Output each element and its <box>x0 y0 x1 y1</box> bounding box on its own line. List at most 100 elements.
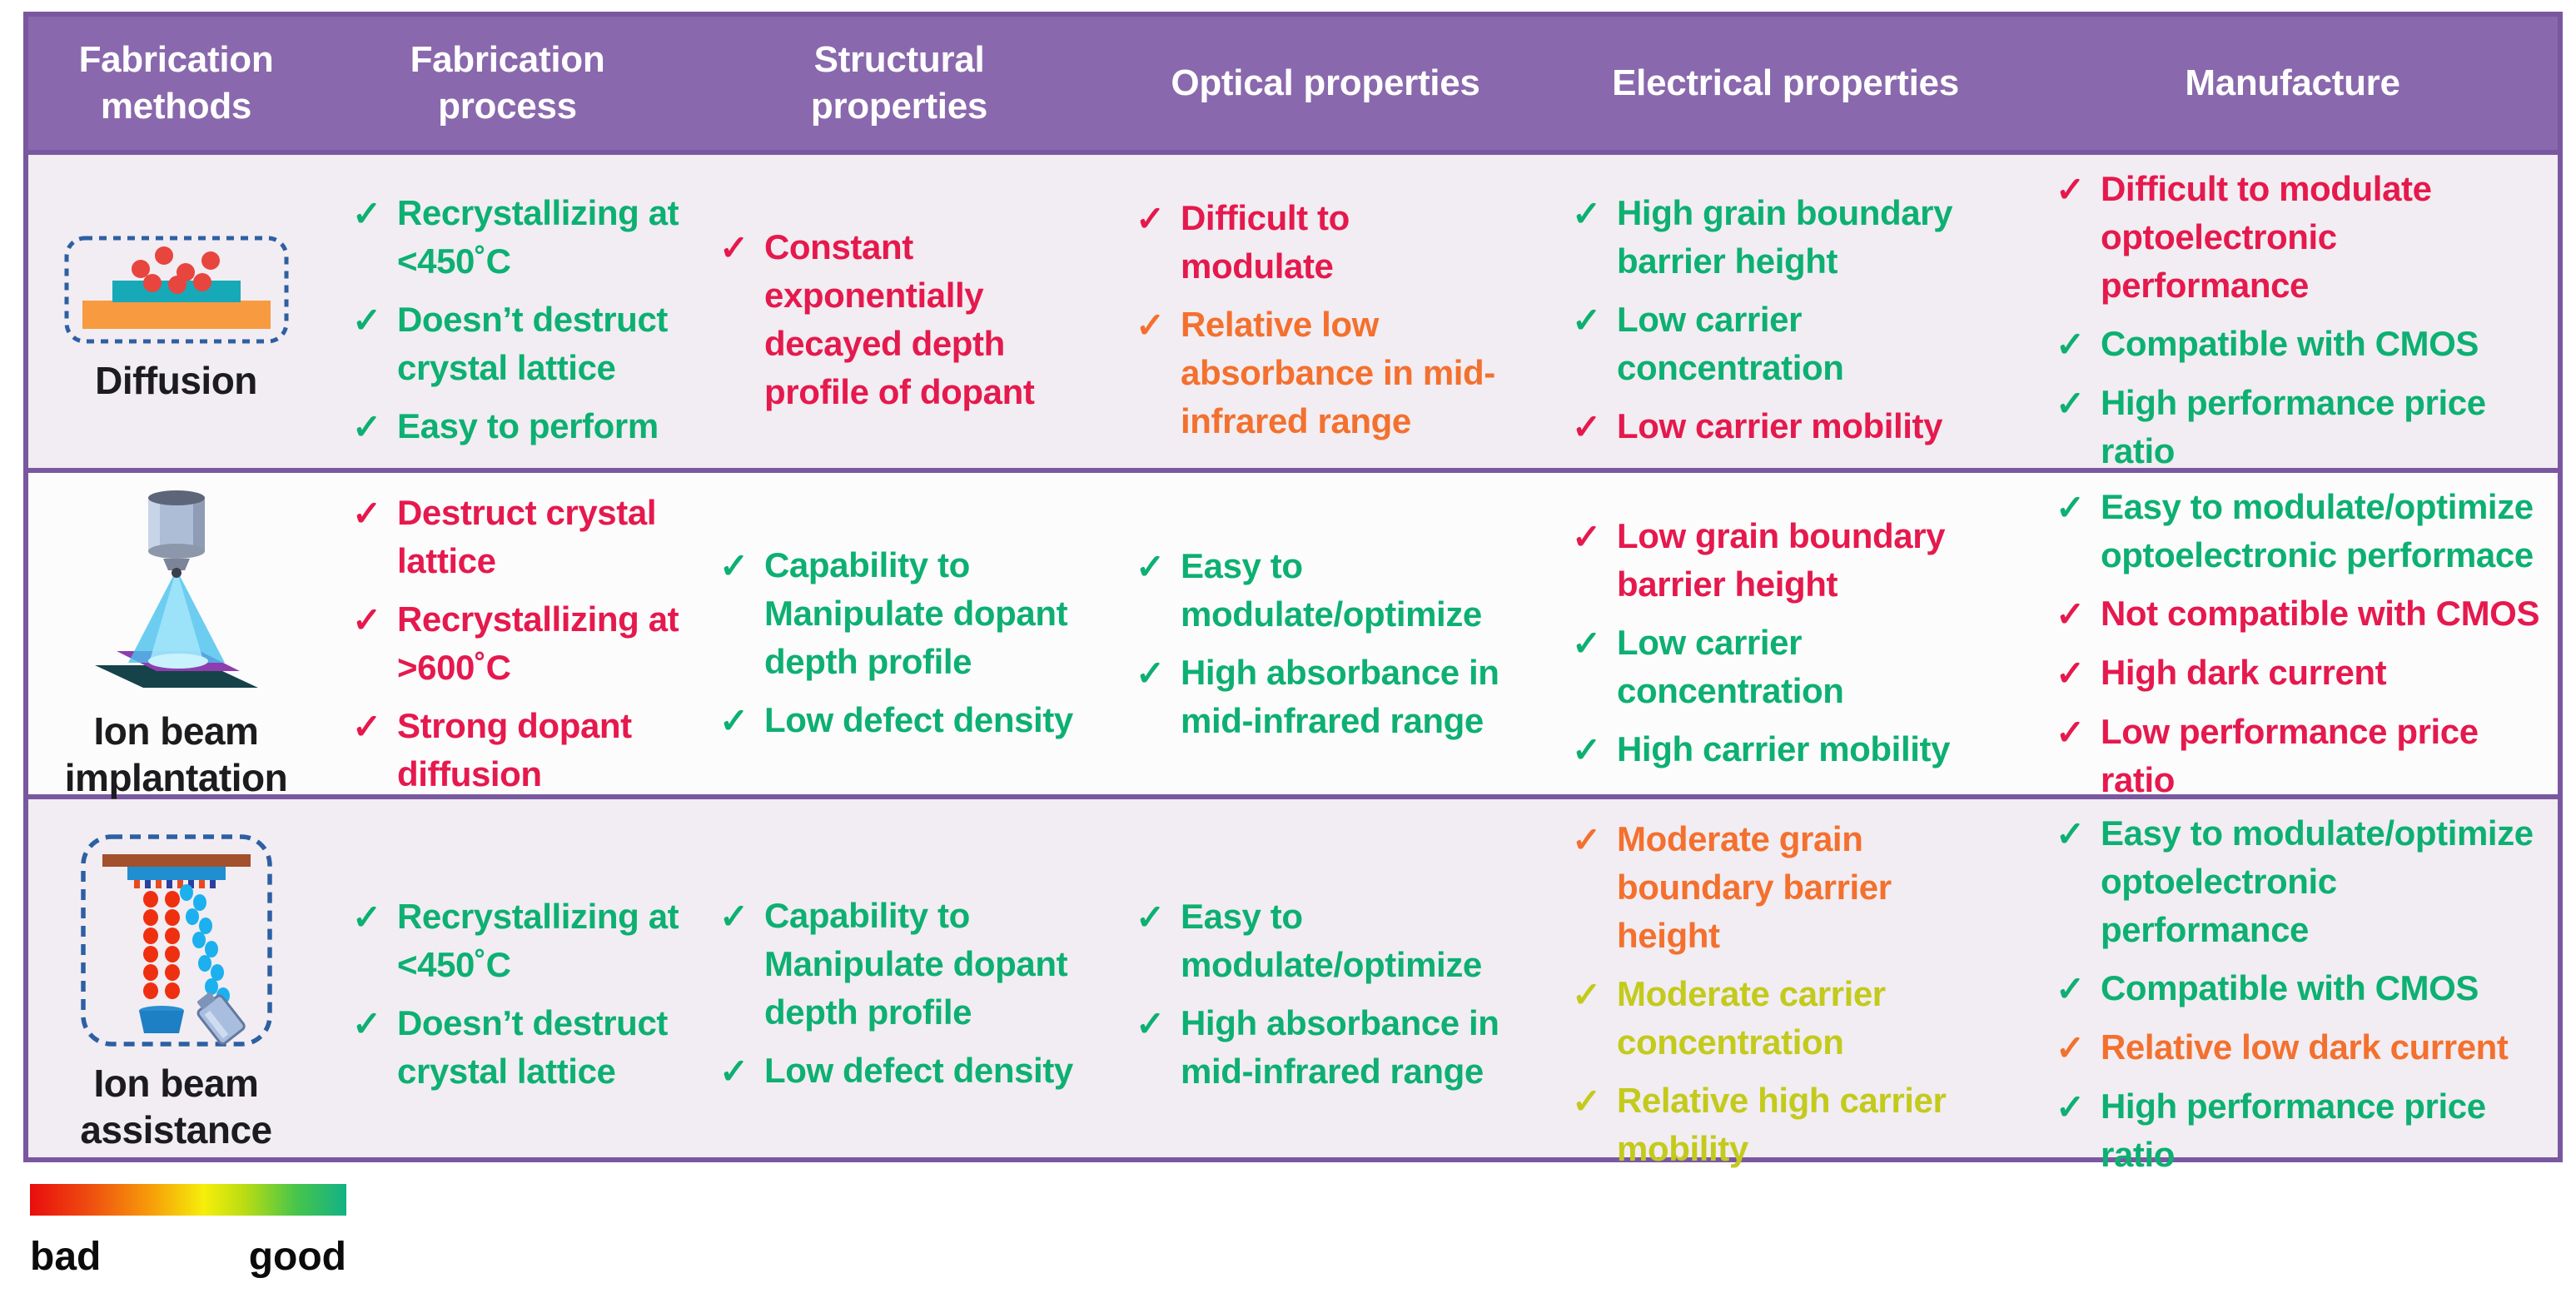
header-structural-properties: Structural properties <box>810 38 988 127</box>
cell-item: ✓ Destruct crystal lattice <box>352 489 683 585</box>
cell-item-text: Recrystallizing at <450˚C <box>397 896 679 984</box>
check-icon: ✓ <box>1572 820 1601 859</box>
check-icon: ✓ <box>1572 193 1601 233</box>
method-label: Ion beam implantation <box>64 709 288 799</box>
cell-item-text: Low performance price ratio <box>2101 711 2479 799</box>
cell-item: ✓ Easy to modulate/optimize <box>1136 542 1535 639</box>
table-header-row: Fabrication methods Fabrication process … <box>28 17 2558 155</box>
cell-item: ✓ High dark current <box>2056 649 2549 698</box>
cell-item: ✓ Relative high carrier mobility <box>1572 1077 2019 1173</box>
check-icon: ✓ <box>2056 1027 2085 1067</box>
check-icon: ✓ <box>719 701 748 741</box>
header-manufacture: Manufacture <box>2185 62 2400 103</box>
legend-gradient-bar <box>30 1184 346 1216</box>
cell-item: ✓ Capability to Manipulate dopant depth … <box>719 541 1099 686</box>
cell-item-text: High dark current <box>2101 652 2387 692</box>
cell-item-text: High performance price ratio <box>2101 382 2486 470</box>
check-icon: ✓ <box>2056 324 2085 364</box>
check-icon: ✓ <box>1136 306 1165 346</box>
prop-cell-optical-properties: ✓ Easy to modulate/optimize ✓ High absor… <box>1107 799 1544 1189</box>
cell-item: ✓ Low defect density <box>719 696 1099 745</box>
cell-item: ✓ Doesn’t destruct crystal lattice <box>352 999 683 1096</box>
cell-item-text: Difficult to modulate optoelectronic per… <box>2101 169 2432 305</box>
header-fabrication-methods: Fabrication methods <box>78 38 274 127</box>
check-icon: ✓ <box>1572 624 1601 664</box>
cell-item-text: Recrystallizing at >600˚C <box>397 599 679 687</box>
cell-item-text: Moderate grain boundary barrier height <box>1617 819 1892 955</box>
cell-item: ✓ Recrystallizing at >600˚C <box>352 595 683 692</box>
cell-item: ✓ Moderate grain boundary barrier height <box>1572 815 2019 960</box>
cell-item: ✓ Compatible with CMOS <box>2056 964 2549 1013</box>
cell-item: ✓ Constant exponentially decayed depth p… <box>719 223 1099 416</box>
cell-item: ✓ Low carrier mobility <box>1572 402 2019 451</box>
diffusion-icon <box>64 236 288 344</box>
check-icon: ✓ <box>352 897 381 937</box>
check-icon: ✓ <box>1136 546 1165 586</box>
cell-item-text: Low defect density <box>764 700 1073 740</box>
prop-cell-structural-properties: ✓ Constant exponentially decayed depth p… <box>691 155 1107 485</box>
cell-item-text: High absorbance in mid-infrared range <box>1181 652 1499 740</box>
method-cell: Ion beam assistance <box>28 799 324 1189</box>
prop-cell-manufacture: ✓ Easy to modulate/optimize optoelectron… <box>2027 473 2558 814</box>
cell-item: ✓ Difficult to modulate <box>1136 194 1535 291</box>
cell-item: ✓ Easy to modulate/optimize <box>1136 893 1535 989</box>
prop-cell-electrical-properties: ✓ High grain boundary barrier height ✓ L… <box>1544 155 2027 485</box>
cell-item-text: Low carrier concentration <box>1617 299 1844 387</box>
cell-item: ✓ Easy to modulate/optimize optoelectron… <box>2056 483 2549 579</box>
cell-item-text: Easy to modulate/optimize optoelectronic… <box>2101 813 2534 949</box>
comparison-table: Fabrication methods Fabrication process … <box>23 12 2563 1174</box>
method-icon <box>64 236 289 344</box>
cell-item: ✓ Not compatible with CMOS <box>2056 589 2549 639</box>
ion-beam-assistance-icon <box>80 834 272 1047</box>
method-icon <box>85 486 268 694</box>
check-icon: ✓ <box>352 300 381 340</box>
cell-item: ✓ Recrystallizing at <450˚C <box>352 893 683 989</box>
legend-bad-label: bad <box>30 1235 102 1279</box>
cell-item-text: Easy to modulate/optimize <box>1181 545 1482 634</box>
check-icon: ✓ <box>1572 406 1601 446</box>
cell-item-text: Moderate carrier concentration <box>1617 973 1886 1062</box>
cell-item-text: Low defect density <box>764 1051 1073 1091</box>
legend: bad good <box>30 1184 346 1280</box>
check-icon: ✓ <box>352 193 381 233</box>
cell-item: ✓ Capability to Manipulate dopant depth … <box>719 892 1099 1037</box>
cell-item-text: Capability to Manipulate dopant depth pr… <box>764 545 1068 682</box>
cell-item: ✓ Strong dopant diffusion <box>352 702 683 798</box>
cell-item-text: Compatible with CMOS <box>2101 323 2479 363</box>
cell-item-text: Low carrier mobility <box>1617 405 1943 445</box>
cell-item: ✓ High absorbance in mid-infrared range <box>1136 649 1535 745</box>
cell-item: ✓ Easy to perform <box>352 402 683 451</box>
cell-item: ✓ High performance price ratio <box>2056 1082 2549 1179</box>
prop-cell-fabrication-process: ✓ Recrystallizing at <450˚C ✓ Doesn’t de… <box>324 799 691 1189</box>
cell-item-text: Low grain boundary barrier height <box>1617 516 1946 604</box>
prop-cell-manufacture: ✓ Easy to modulate/optimize optoelectron… <box>2027 799 2558 1189</box>
method-cell: Ion beam implantation <box>28 473 324 814</box>
check-icon: ✓ <box>2056 170 2085 209</box>
check-icon: ✓ <box>352 494 381 533</box>
table-row: Ion beam implantation ✓ Destruct crystal… <box>28 468 2558 799</box>
header-optical-properties: Optical properties <box>1171 62 1480 103</box>
cell-item: ✓ Easy to modulate/optimize optoelectron… <box>2056 809 2549 954</box>
cell-item-text: High absorbance in mid-infrared range <box>1181 1002 1499 1091</box>
method-label: Diffusion <box>95 359 257 403</box>
cell-item-text: Easy to modulate/optimize optoelectronic… <box>2101 487 2534 574</box>
check-icon: ✓ <box>2056 968 2085 1008</box>
check-icon: ✓ <box>1572 1081 1601 1121</box>
cell-item: ✓ High carrier mobility <box>1572 725 2019 774</box>
cell-item: ✓ Low carrier concentration <box>1572 619 2019 715</box>
prop-cell-structural-properties: ✓ Capability to Manipulate dopant depth … <box>691 473 1107 814</box>
check-icon: ✓ <box>719 897 748 937</box>
cell-item: ✓ High performance price ratio <box>2056 379 2549 475</box>
cell-item: ✓ Recrystallizing at <450˚C <box>352 189 683 286</box>
cell-item-text: Capability to Manipulate dopant depth pr… <box>764 896 1068 1032</box>
cell-item: ✓ Relative low dark current <box>2056 1023 2549 1072</box>
check-icon: ✓ <box>1136 897 1165 937</box>
cell-item: ✓ Doesn’t destruct crystal lattice <box>352 296 683 392</box>
cell-item-text: Relative low absorbance in mid- infrared… <box>1181 305 1495 441</box>
prop-cell-manufacture: ✓ Difficult to modulate optoelectronic p… <box>2027 155 2558 485</box>
header-fabrication-process: Fabrication process <box>410 38 605 127</box>
cell-item: ✓ Compatible with CMOS <box>2056 320 2549 369</box>
cell-item-text: Easy to modulate/optimize <box>1181 896 1482 984</box>
cell-item: ✓ Low performance price ratio <box>2056 708 2549 804</box>
prop-cell-electrical-properties: ✓ Low grain boundary barrier height ✓ Lo… <box>1544 473 2027 814</box>
